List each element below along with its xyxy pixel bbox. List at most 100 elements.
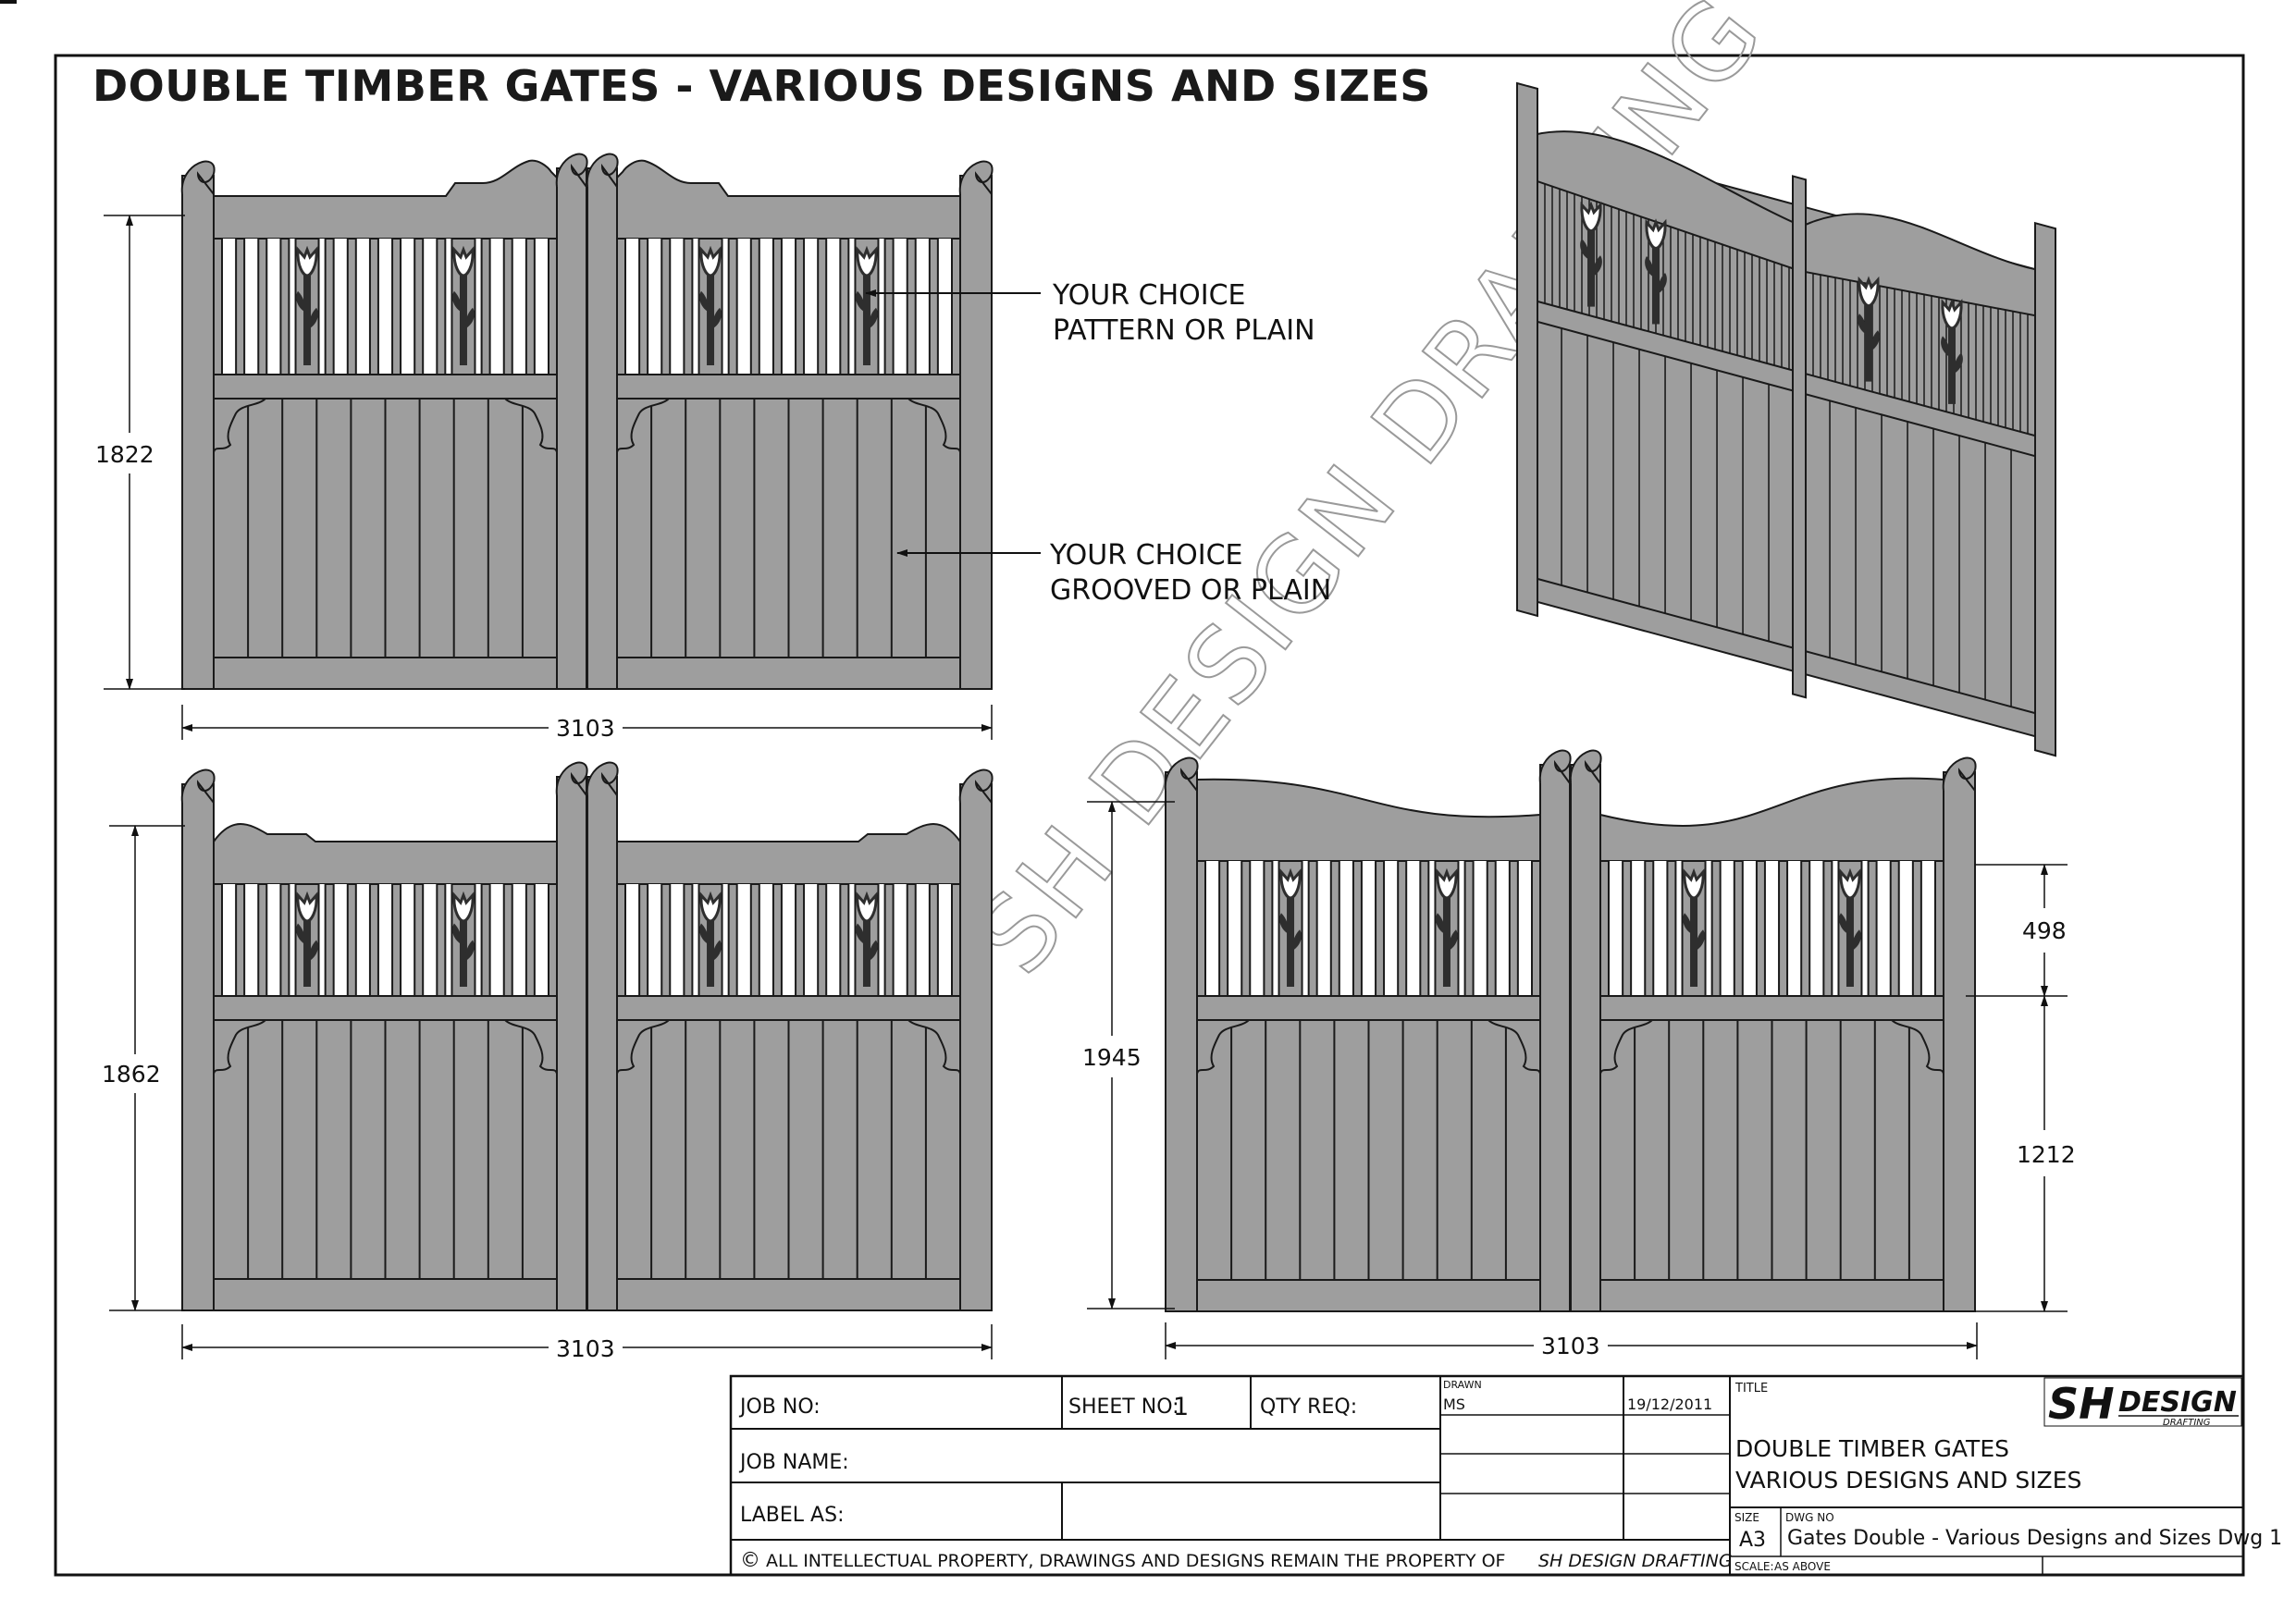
- gate3-right-leaf-bottom-rail: [1599, 1279, 1944, 1312]
- gate3d-tulip: [1580, 201, 1602, 307]
- gate2-right-leaf-spindle: [817, 883, 828, 997]
- gate1-post-right: [958, 160, 994, 690]
- gate1-left-leaf-tulip-pattern: [296, 245, 318, 365]
- gate2-stile-right-body: [586, 776, 618, 1311]
- gate1-right-leaf-spindle-gap: [617, 239, 960, 375]
- gate3-left-leaf-bracket-outer-shape: [1196, 1019, 1252, 1075]
- gate3d-top-rail-left: [1535, 130, 1796, 271]
- gate2-right-leaf-spindle-gap: [617, 884, 960, 996]
- gate2-right-leaf-spindle: [616, 883, 626, 997]
- gate2-right-leaf-spindle: [951, 883, 961, 997]
- callout-pattern-line2: PATTERN OR PLAIN: [1053, 314, 1315, 347]
- gate3d-spindle: [2019, 310, 2029, 436]
- gate2-left-leaf: [213, 823, 558, 1311]
- gate2-right-leaf-bracket-outer: [616, 1019, 672, 1075]
- gate3-left-leaf-spindle: [1307, 860, 1318, 997]
- gate2-left-leaf-tulip-pattern: [452, 891, 475, 987]
- gate3-left-leaf-spindle: [1531, 860, 1541, 997]
- gate3-left-leaf-spindle: [1486, 860, 1497, 997]
- gate3-stile-right: [1569, 749, 1602, 1312]
- height-label-1: 1822: [95, 441, 154, 468]
- gate3d-spindle: [1677, 218, 1686, 343]
- scale-label: SCALE:: [1734, 1560, 1774, 1573]
- gate3-left-leaf-bottom-rail: [1196, 1279, 1541, 1312]
- gate1-left-leaf-mid-rail: [213, 374, 558, 400]
- gate1-right-leaf-spindle: [883, 238, 895, 375]
- gate2-right-leaf-spindle: [906, 883, 917, 997]
- gate3-left-leaf-spindle: [1508, 860, 1519, 997]
- gate3-right-leaf-bracket-inner-shape: [1889, 1019, 1944, 1075]
- gate2-right-leaf-spindle: [683, 883, 694, 997]
- logo-sub: DRAFTING: [2163, 1418, 2211, 1428]
- gate3-left-leaf-spindle-gap: [1197, 861, 1540, 996]
- job-name-label: JOB NAME:: [738, 1451, 849, 1474]
- gate1-stile-left: [555, 153, 588, 690]
- gate3-right-leaf-spindle: [1778, 860, 1789, 997]
- gate3-right-leaf-mid-rail: [1599, 995, 1944, 1021]
- gate1-left-leaf-spindle: [391, 238, 402, 375]
- gate2-left-leaf-spindle: [391, 883, 402, 997]
- sh-design-logo: SH DESIGN DRAFTING: [2043, 1377, 2242, 1429]
- gate3-post-left-finial: [1164, 756, 1199, 792]
- gate2-post-left-finial: [180, 768, 216, 804]
- gate3-right-leaf-spindle: [1733, 860, 1744, 997]
- gate3-post-right-body: [1943, 771, 1976, 1312]
- gate1-right-leaf-spindle: [683, 238, 694, 375]
- gate2-post-right-body: [959, 783, 993, 1311]
- logo-word: DESIGN: [2118, 1386, 2237, 1419]
- gate1-stile-left-body: [556, 167, 587, 690]
- gate1-post-left-finial: [180, 160, 216, 195]
- gate3-left-leaf-tulip-pattern: [1436, 867, 1458, 987]
- width-label-1: 3103: [556, 715, 615, 742]
- gate1-left-leaf-spindle: [480, 238, 491, 375]
- gate2-right-leaf-spindle: [883, 883, 895, 997]
- gate3d-post-right: [2034, 221, 2056, 757]
- gate1-right-leaf-mid-rail: [616, 374, 961, 400]
- gate2-stile-left: [555, 761, 588, 1311]
- dimensions-view-3: 1945 3103 498 1212: [1082, 801, 2076, 1359]
- gate1-right-leaf-spindle: [727, 238, 738, 375]
- gate3d-spindle: [1722, 229, 1731, 355]
- gate2-left-leaf-spindle: [502, 883, 513, 997]
- gate3-right-leaf-spindle: [1889, 860, 1900, 997]
- gate2-right-leaf-spindle: [660, 883, 672, 997]
- gate3-right-leaf-spindle: [1644, 860, 1655, 997]
- gate1-right-leaf-bracket-inner-shape: [906, 398, 961, 453]
- gate1-right-leaf-bracket-inner: [906, 398, 961, 453]
- gate1-right-leaf-spindle: [660, 238, 672, 375]
- gate3d-spindle: [1931, 286, 1940, 412]
- gate1-right-leaf-spindle: [951, 238, 961, 375]
- gate2-left-leaf-spindle-gap: [214, 884, 557, 996]
- gate3-left-leaf-spindle: [1419, 860, 1430, 997]
- gate-view-3: [1164, 749, 1977, 1312]
- label-as-label: LABEL AS:: [740, 1504, 844, 1527]
- gate2-left-leaf-spindle: [480, 883, 491, 997]
- gate1-right-leaf-top-rail: [616, 159, 961, 240]
- gate3d-centre-stiles: [1792, 175, 1807, 699]
- gate2-post-left: [180, 768, 216, 1311]
- drawing-title: DOUBLE TIMBER GATES - VARIOUS DESIGNS AN…: [93, 61, 1431, 111]
- gate3d-spindle: [1603, 198, 1612, 323]
- gate3d-spindle: [1975, 298, 1984, 424]
- gate2-right-leaf-mid-rail: [616, 995, 961, 1021]
- gate3-right-leaf-spindle: [1934, 860, 1944, 997]
- gate3-stile-left-finial: [1538, 749, 1572, 784]
- callout-pattern-line1: YOUR CHOICE: [1052, 279, 1246, 312]
- sheet-no-value: 1: [1173, 1393, 1189, 1421]
- gate2-left-leaf-spindle: [346, 883, 357, 997]
- gate2-right-leaf-bracket-outer-shape: [616, 1019, 672, 1075]
- gate3-left-leaf-bracket-outer: [1196, 1019, 1252, 1075]
- gate2-right-leaf-top-rail: [616, 823, 961, 885]
- gate2-left-leaf-spindle: [548, 883, 558, 997]
- gate1-post-left-body: [181, 175, 215, 690]
- gate3-right-leaf-spindle: [1599, 860, 1610, 997]
- gate1-right-leaf-spindle: [772, 238, 783, 375]
- corner-tab: [0, 0, 17, 4]
- gate2-stile-left-finial: [555, 761, 588, 796]
- gate3-left-leaf-bracket-inner-shape: [1486, 1019, 1541, 1075]
- gate3-post-right: [1942, 756, 1977, 1312]
- gate1-left-leaf: [213, 159, 558, 690]
- width-label-2: 3103: [556, 1335, 615, 1362]
- gate3-left-leaf-spindle: [1375, 860, 1386, 997]
